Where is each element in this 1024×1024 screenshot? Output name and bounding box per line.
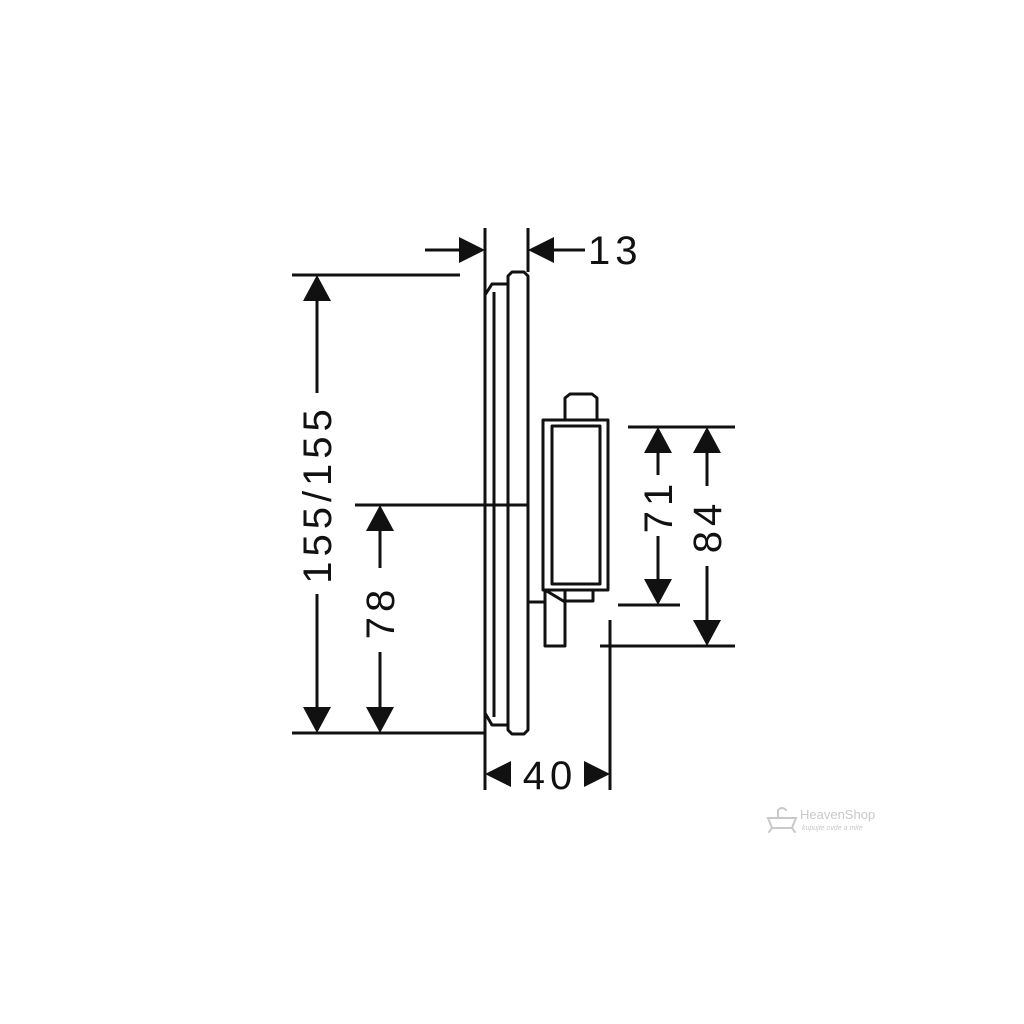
watermark: HeavenShop kupujte ovde a mite xyxy=(766,807,875,833)
label-lower-height: 78 xyxy=(359,585,403,640)
label-top-depth: 13 xyxy=(588,229,643,273)
arrow-inner-top xyxy=(644,427,672,453)
bottom-knob xyxy=(563,590,595,603)
arrow-total-bottom xyxy=(303,707,331,733)
arrow-outer-top xyxy=(693,427,721,453)
arrowheads xyxy=(303,237,721,787)
lower-outlet xyxy=(528,588,567,648)
arrow-lower-bottom xyxy=(366,707,394,733)
label-inner-height: 71 xyxy=(637,479,681,534)
arrow-inner-bottom xyxy=(644,579,672,605)
arrow-depth-right xyxy=(528,237,554,263)
label-bottom-width: 40 xyxy=(523,754,578,798)
arrow-width-right xyxy=(584,761,610,787)
arrow-width-left xyxy=(485,761,511,787)
arrow-total-top xyxy=(303,275,331,301)
watermark-brand: HeavenShop xyxy=(800,807,875,822)
product-outline xyxy=(483,270,610,736)
label-outer-height: 84 xyxy=(686,499,730,554)
cover-plate xyxy=(506,270,530,736)
dimension-lines xyxy=(292,228,735,790)
label-total-height: 155/155 xyxy=(296,404,340,584)
top-knob xyxy=(563,392,599,420)
arrow-lower-top xyxy=(366,505,394,531)
body-inner xyxy=(550,424,602,586)
arrow-outer-bottom xyxy=(693,620,721,646)
thermostat-body xyxy=(541,418,610,592)
arrow-depth-left xyxy=(459,237,485,263)
bathtub-icon xyxy=(766,807,798,833)
watermark-tagline: kupujte ovde a mite xyxy=(802,825,863,832)
